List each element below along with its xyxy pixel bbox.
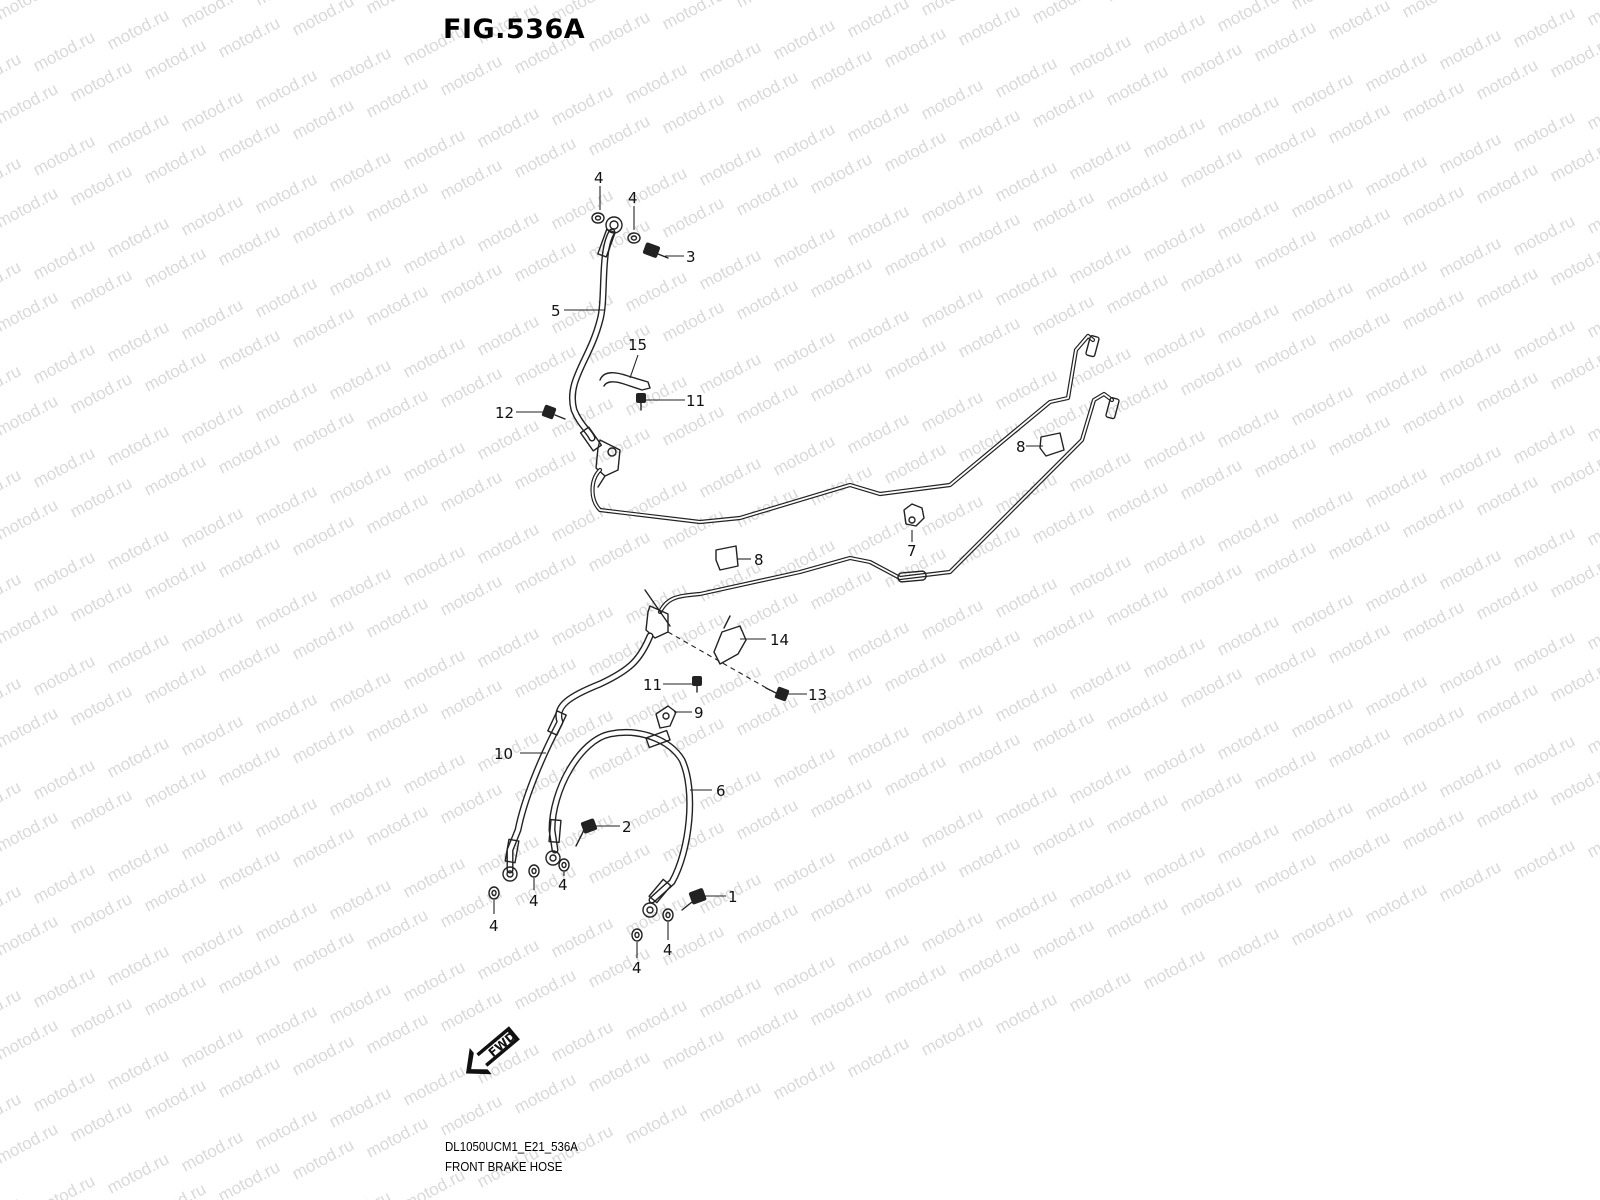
figure-title: FIG.536A: [443, 14, 586, 45]
callout-1: 1: [728, 888, 738, 906]
pipe-clip: [715, 545, 739, 571]
callout-4: 4: [529, 892, 539, 910]
leader-lines: [493, 186, 1043, 958]
pipe-clamp: [599, 372, 651, 391]
callout-4: 4: [632, 959, 642, 977]
callout-8: 8: [754, 551, 764, 569]
callout-14: 14: [770, 631, 789, 649]
left-brake-hose: [502, 632, 654, 882]
washer-icon: [631, 928, 643, 942]
upper-brake-hose: [569, 228, 616, 452]
callout-6: 6: [716, 782, 726, 800]
upper-banjo-fitting: [605, 216, 623, 234]
three-way-joint: [595, 439, 621, 488]
callout-4: 4: [663, 941, 673, 959]
washer-icon: [591, 212, 605, 224]
union-bolt-icon: [681, 888, 707, 911]
figure-name: FRONT BRAKE HOSE: [445, 1160, 563, 1174]
callout-4: 4: [489, 917, 499, 935]
right-brake-hose: [545, 728, 694, 918]
fwd-arrow-icon: FWD: [465, 1026, 520, 1075]
hose-bracket: [713, 615, 747, 665]
callout-5: 5: [551, 302, 561, 320]
lower-brake-pipe: [657, 391, 1120, 615]
callout-2: 2: [622, 818, 632, 836]
bolt-icon: [692, 676, 702, 693]
callout-10: 10: [494, 745, 513, 763]
hose-grommet: [655, 705, 677, 729]
washer-icon: [558, 858, 570, 872]
washer-icon: [488, 886, 500, 900]
callout-11: 11: [686, 392, 705, 410]
callout-8: 8: [1016, 438, 1026, 456]
washer-icon: [627, 232, 641, 244]
union-bolt-icon: [575, 818, 598, 847]
callout-7: 7: [907, 542, 917, 560]
washer-icon: [528, 864, 540, 878]
bolt-icon: [765, 686, 790, 702]
callout-3: 3: [686, 248, 696, 266]
bolt-icon: [636, 393, 646, 411]
upper-brake-pipe: [590, 333, 1100, 525]
callout-4: 4: [628, 189, 638, 207]
callout-12: 12: [495, 404, 514, 422]
lower-three-way-joint: [644, 589, 671, 639]
bolt-icon: [541, 404, 566, 420]
callout-4: 4: [558, 876, 568, 894]
pipe-clip: [1039, 432, 1065, 457]
callout-15: 15: [628, 336, 647, 354]
callout-labels: 4 4 3 5 15 11 12 8 7 8 14 11 13 9 10 6 2…: [489, 169, 1026, 977]
union-bolt-icon: [642, 242, 669, 259]
pipe-clamp: [903, 503, 925, 527]
callout-4: 4: [594, 169, 604, 187]
callout-13: 13: [808, 686, 827, 704]
figure-code: DL1050UCM1_E21_536A: [445, 1140, 578, 1154]
callout-11: 11: [643, 676, 662, 694]
callout-9: 9: [694, 704, 704, 722]
washer-icon: [662, 908, 674, 922]
